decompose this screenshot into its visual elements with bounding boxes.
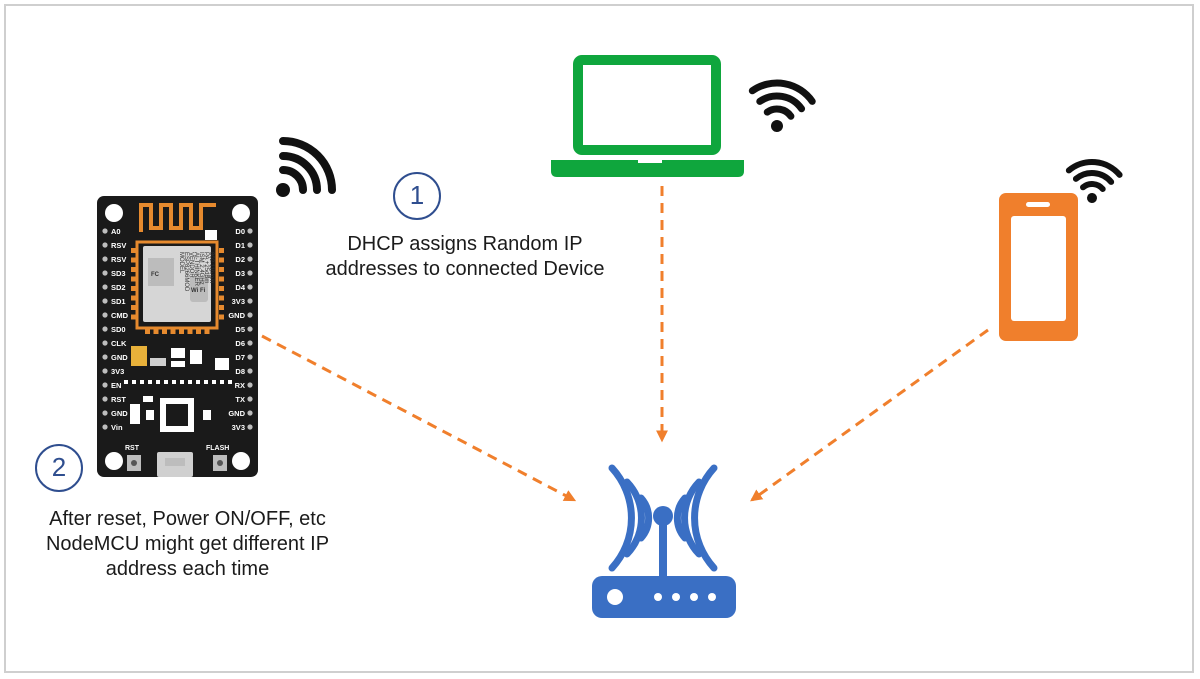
- wifi-badge: Wi Fi: [191, 288, 206, 294]
- pin-label: D3: [235, 269, 245, 278]
- pin-label: GND: [111, 353, 128, 362]
- pin-hole: [247, 312, 253, 318]
- pin-hole: [102, 396, 108, 402]
- pin-label: SD0: [111, 325, 126, 334]
- module-text-line: MODEL: [178, 252, 184, 274]
- pin-hole: [247, 340, 253, 346]
- pin-label: GND: [228, 311, 245, 320]
- caption-line: addresses to connected Device: [325, 258, 605, 280]
- pin-hole: [247, 242, 253, 248]
- pin-hole: [102, 270, 108, 276]
- pin-label: D1: [235, 241, 245, 250]
- pin-label: RSV: [111, 241, 126, 250]
- pin-hole: [102, 382, 108, 388]
- pin-hole: [247, 270, 253, 276]
- pin-label: SD3: [111, 269, 126, 278]
- pin-label: 3V3: [232, 297, 245, 306]
- pin-label: D8: [235, 367, 245, 376]
- pin-label: 3V3: [111, 367, 124, 376]
- step-1-circle: 1: [393, 172, 441, 220]
- pin-label: D6: [235, 339, 245, 348]
- pin-hole: [247, 298, 253, 304]
- pin-label: D5: [235, 325, 245, 334]
- pin-hole: [102, 424, 108, 430]
- step-2-circle: 2: [35, 444, 83, 492]
- module-text-line: PA +25dBm: [203, 252, 209, 283]
- arrow-board-to-router: [261, 334, 577, 502]
- pin-label: EN: [111, 381, 121, 390]
- arrow-phone-to-router: [750, 328, 989, 502]
- pin-hole: [247, 424, 253, 430]
- pin-label: RSV: [111, 255, 126, 264]
- pin-label: CMD: [111, 311, 129, 320]
- pin-label: RST: [111, 395, 126, 404]
- module-text-line: ESP8266MOD: [183, 252, 189, 292]
- pin-hole: [102, 326, 108, 332]
- pin-hole: [247, 228, 253, 234]
- pin-hole: [247, 284, 253, 290]
- module-text-line: VENDOR: [188, 252, 194, 278]
- flash-label: FLASH: [206, 445, 229, 452]
- wifi-icon: [1065, 159, 1123, 203]
- pin-label: GND: [111, 409, 128, 418]
- router-icon: [592, 464, 736, 618]
- pin-hole: [102, 368, 108, 374]
- wifi-icon: [276, 137, 336, 197]
- pin-hole: [102, 298, 108, 304]
- fc-badge: FC: [151, 272, 160, 278]
- pin-label: A0: [111, 227, 121, 236]
- pin-hole: [247, 396, 253, 402]
- module-text-line: ISM 2.4GHz: [198, 252, 204, 285]
- step-2-caption: After reset, Power ON/OFF, etc NodeMCU m…: [10, 507, 365, 582]
- module-text-line: 802.11b/g/n: [208, 252, 214, 283]
- pin-label: Vin: [111, 423, 123, 432]
- pin-hole: [102, 312, 108, 318]
- pin-hole: [102, 354, 108, 360]
- pin-hole: [247, 354, 253, 360]
- pin-label: 3V3: [232, 423, 245, 432]
- pin-label: RX: [235, 381, 245, 390]
- pin-hole: [247, 256, 253, 262]
- module-text-line: AI-THINKER: [193, 252, 199, 287]
- pin-hole: [102, 340, 108, 346]
- pin-label: D2: [235, 255, 245, 264]
- step-1-caption: DHCP assigns Random IP addresses to conn…: [280, 232, 650, 282]
- pin-label: SD2: [111, 283, 126, 292]
- wifi-icon: [748, 79, 816, 132]
- connection-arrows: [261, 186, 989, 502]
- phone-icon: [999, 193, 1078, 341]
- pin-label: CLK: [111, 339, 127, 348]
- caption-line: After reset, Power ON/OFF, etc: [49, 508, 326, 530]
- pin-label: D4: [235, 283, 245, 292]
- pin-hole: [247, 326, 253, 332]
- pin-hole: [102, 256, 108, 262]
- pin-label: D0: [235, 227, 245, 236]
- pin-hole: [102, 284, 108, 290]
- pin-hole: [102, 228, 108, 234]
- diagram-frame: [4, 4, 1194, 673]
- caption-line: NodeMCU might get different IP: [45, 533, 330, 555]
- pin-hole: [247, 382, 253, 388]
- caption-line: DHCP assigns Random IP: [347, 233, 583, 255]
- pin-label: SD1: [111, 297, 126, 306]
- pin-label: D7: [235, 353, 245, 362]
- rst-label: RST: [125, 445, 140, 452]
- pin-label: GND: [228, 409, 245, 418]
- pin-hole: [102, 410, 108, 416]
- caption-line: address each time: [105, 558, 270, 580]
- pin-label: TX: [235, 395, 245, 404]
- laptop-icon: [551, 55, 744, 177]
- pin-hole: [102, 242, 108, 248]
- pin-hole: [247, 410, 253, 416]
- pin-hole: [247, 368, 253, 374]
